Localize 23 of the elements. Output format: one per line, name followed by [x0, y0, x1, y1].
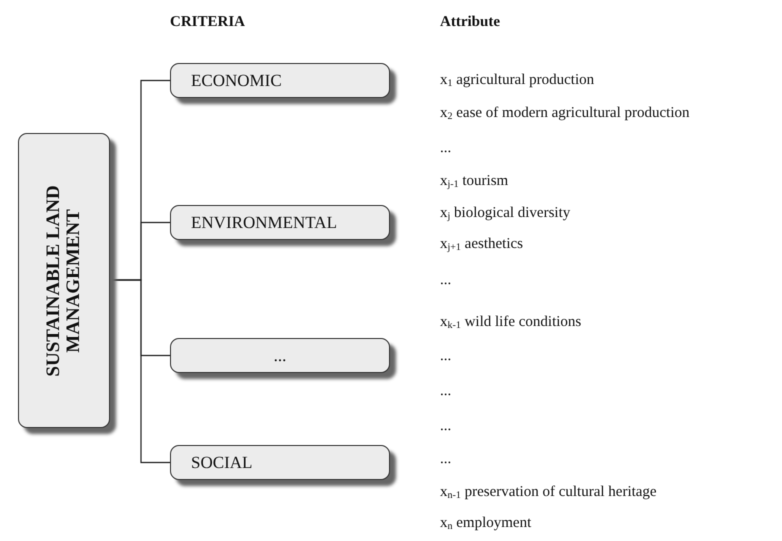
column-heading: Attribute [440, 14, 500, 31]
attribute-text: ... [440, 451, 452, 468]
attribute-text: ... [440, 140, 452, 157]
box-title: SUSTAINABLE LAND MANAGEMENT [44, 184, 84, 378]
criterion-box: ECONOMIC [170, 63, 390, 98]
attribute-text: ... [440, 418, 452, 435]
criterion-box: ... [170, 338, 390, 373]
attribute-text: ... [440, 348, 452, 365]
attribute-text: ... [440, 272, 452, 289]
attribute-text: x$_{k-1}$ wild life conditions [440, 314, 582, 331]
attribute-text: x$_{j+1}$ aesthetics [440, 236, 523, 253]
attribute-text: x$_{2}$ ease of modern agricultural production [440, 105, 690, 122]
attribute-text: x$_{n-1}$ preservation of cultural heritage [440, 484, 657, 501]
attribute-text: ... [440, 383, 452, 400]
column-heading: CRITERIA [170, 14, 246, 31]
attribute-text: x$_{1}$ agricultural production [440, 72, 594, 89]
attribute-text: x$_{j}$ biological diversity [440, 205, 570, 222]
connector-line [110, 279, 170, 464]
attribute-text: x$_{n}$ employment [440, 515, 532, 532]
criterion-box: SOCIAL [170, 445, 390, 480]
attribute-text: x$_{j-1}$ tourism [440, 173, 508, 190]
root-box [18, 133, 110, 428]
criterion-box: ENVIRONMENTAL [170, 205, 390, 240]
